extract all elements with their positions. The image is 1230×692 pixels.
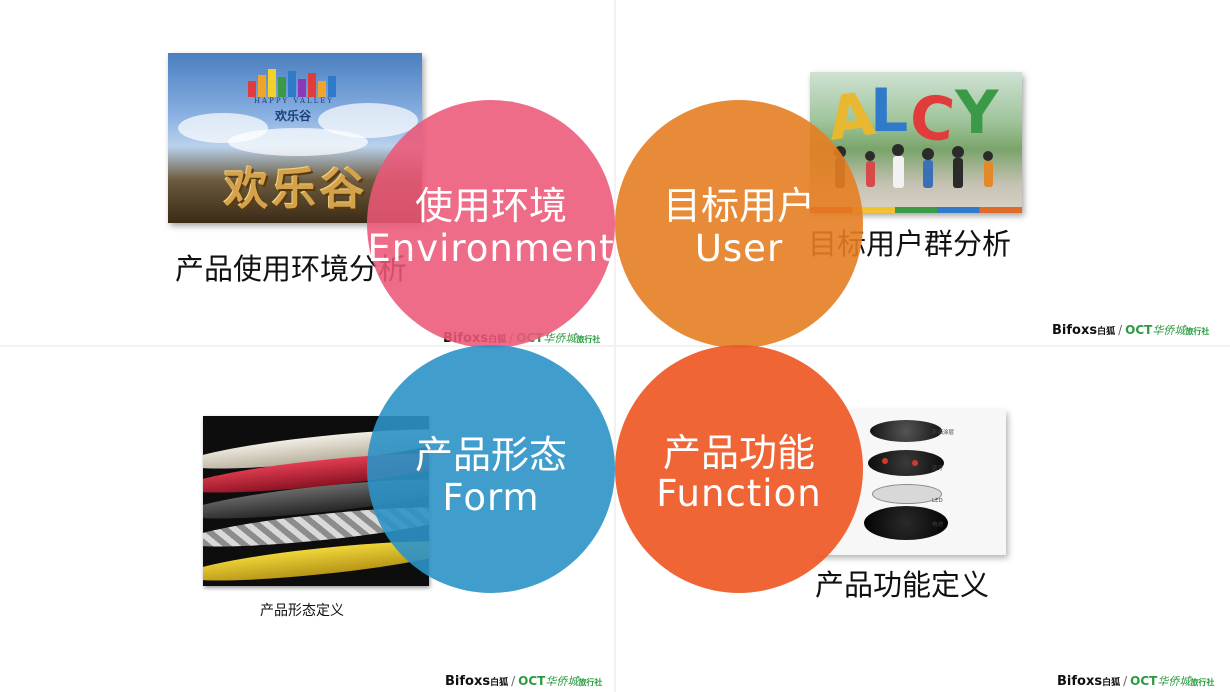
amusement-park-photo: HAPPY VALLEY 欢乐谷 欢乐谷 bbox=[168, 53, 422, 223]
partner-name-cn: 华侨城 bbox=[1152, 324, 1186, 337]
partner-suffix: 旅行社 bbox=[578, 678, 603, 687]
circle-form-en: Form bbox=[442, 476, 540, 519]
caption-form: 产品形态定义 bbox=[260, 603, 344, 619]
circle-environment-cn: 使用环境 bbox=[414, 184, 567, 228]
circle-form: 产品形态 Form bbox=[367, 345, 615, 593]
caption-environment: 产品使用环境分析 bbox=[175, 252, 408, 286]
brand-name: Bifoxs bbox=[445, 674, 491, 689]
horizontal-divider bbox=[0, 345, 1230, 347]
partner-name: OCT bbox=[518, 674, 546, 688]
partner-suffix: 旅行社 bbox=[576, 335, 601, 344]
caption-function: 产品功能定义 bbox=[815, 568, 990, 602]
circle-environment-en: Environment bbox=[367, 227, 615, 270]
circle-user-cn: 目标用户 bbox=[662, 184, 815, 228]
brand-separator: / bbox=[1118, 323, 1123, 337]
partner-name-cn: 华侨城 bbox=[545, 675, 579, 688]
partner-name: OCT bbox=[1130, 674, 1158, 688]
brand-separator: / bbox=[1123, 674, 1128, 688]
brand-separator: / bbox=[511, 674, 516, 688]
circle-function: 产品功能 Function bbox=[615, 345, 863, 593]
circle-user-en: User bbox=[694, 227, 784, 270]
happy-valley-cn-text: 欢乐谷 bbox=[274, 109, 311, 123]
happy-valley-en-text: HAPPY VALLEY bbox=[253, 97, 335, 105]
brand-name: Bifoxs bbox=[1057, 674, 1103, 689]
circle-form-cn: 产品形态 bbox=[414, 433, 567, 477]
partner-name: OCT bbox=[1125, 323, 1153, 337]
circle-user: 目标用户 User bbox=[615, 100, 863, 348]
brand-footer: Bifoxs白狐/OCT华侨城旅行社 bbox=[445, 673, 602, 689]
partner-name-cn: 华侨城 bbox=[1157, 675, 1191, 688]
partner-name-cn: 华侨城 bbox=[543, 332, 577, 345]
crowd-figures-icon bbox=[834, 144, 993, 188]
brand-footer: Bifoxs白狐/OCT华侨城旅行社 bbox=[1052, 322, 1209, 338]
circle-function-en: Function bbox=[656, 472, 822, 515]
happy-valley-sign-text: 欢乐谷 bbox=[224, 164, 368, 215]
partner-suffix: 旅行社 bbox=[1190, 678, 1215, 687]
circle-function-cn: 产品功能 bbox=[662, 431, 815, 475]
brand-name: Bifoxs bbox=[1052, 323, 1098, 338]
brand-name-cn: 白狐 bbox=[490, 678, 509, 688]
brand-footer: Bifoxs白狐/OCT华侨城旅行社 bbox=[1057, 673, 1214, 689]
happy-valley-logo-icon bbox=[248, 69, 336, 97]
partner-suffix: 旅行社 bbox=[1185, 327, 1210, 336]
brand-name-cn: 白狐 bbox=[1097, 327, 1116, 337]
brand-name-cn: 白狐 bbox=[1102, 678, 1121, 688]
circle-environment: 使用环境 Environment bbox=[367, 100, 615, 348]
